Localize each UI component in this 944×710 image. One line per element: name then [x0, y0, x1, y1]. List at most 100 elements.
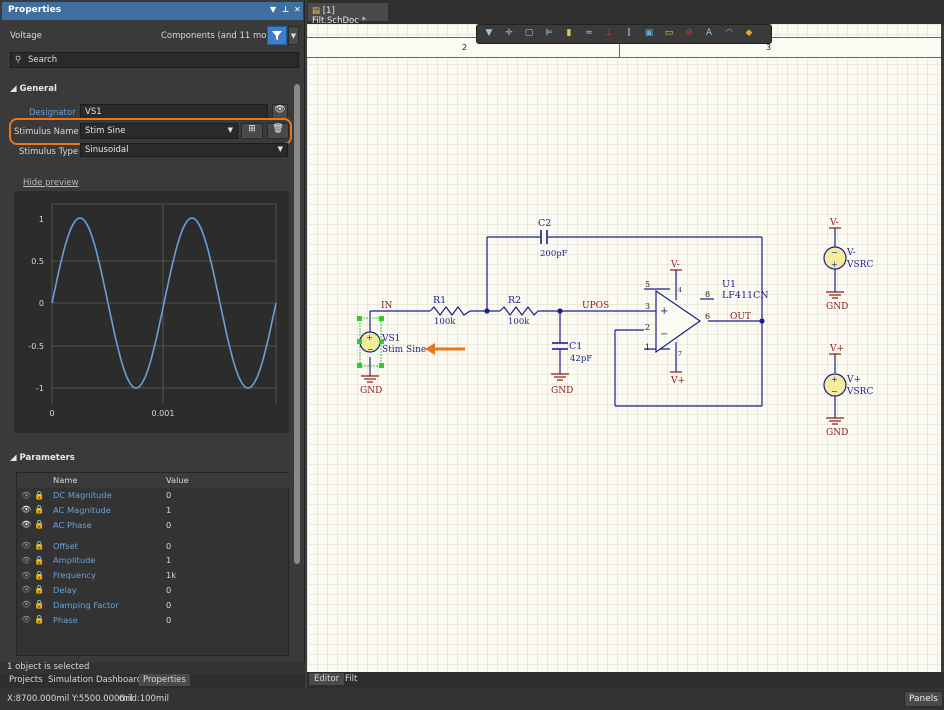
table-row[interactable]: 👁 🔒 Phase 0 [17, 612, 289, 627]
designator-label[interactable]: V- [846, 248, 856, 258]
power-port-label[interactable]: V+ [670, 376, 685, 386]
capacitor-c1[interactable] [552, 343, 568, 349]
table-row[interactable]: 👁 🔒 Offset 0 [17, 538, 289, 553]
delete-stimulus-button[interactable]: 🗑 [267, 123, 289, 139]
visibility-icon[interactable]: 👁 🔒 [17, 538, 53, 553]
value-label[interactable]: LF411CN [722, 290, 769, 301]
stimulus-name-select[interactable]: Stim Sine ▼ [80, 123, 238, 139]
param-value[interactable]: 1 [166, 503, 289, 518]
move-icon[interactable]: ✛ [502, 28, 516, 41]
visibility-icon[interactable]: 👁 🔒 [17, 503, 53, 518]
align-icon[interactable]: ⊫ [542, 28, 556, 41]
component-icon[interactable]: ▮ [562, 28, 576, 41]
value-label[interactable]: VSRC [846, 260, 873, 270]
param-value[interactable]: 0 [166, 517, 289, 532]
table-row[interactable]: 👁 🔒 DC Magnitude 0 [17, 488, 289, 503]
tab-projects[interactable]: Projects [9, 675, 43, 685]
new-stimulus-button[interactable]: ⊞ [241, 123, 263, 139]
stimulus-type-select[interactable]: Sinusoidal ▼ [80, 143, 288, 157]
table-row[interactable]: 👁 🔒 Delay 0 [17, 583, 289, 598]
opamp-u1[interactable]: + − [644, 291, 700, 352]
net-label-in[interactable]: IN [381, 301, 393, 311]
visibility-icon[interactable]: 👁 🔒 [17, 568, 53, 583]
power-port-label[interactable]: V- [829, 218, 839, 228]
voltage-source-vminus[interactable]: −+ [824, 247, 846, 269]
power-port-icon[interactable]: ⊥ [602, 28, 616, 41]
value-label[interactable]: 42pF [570, 354, 592, 364]
capacitor-c2[interactable] [541, 230, 547, 244]
lock-icon[interactable]: 🔒 [34, 599, 44, 609]
sheet-symbol-icon[interactable]: ▣ [642, 28, 656, 41]
lock-icon[interactable]: 🔒 [34, 540, 44, 550]
power-port-label[interactable]: V- [670, 260, 680, 270]
arc-icon[interactable]: ◠ [722, 28, 736, 41]
general-section-header[interactable]: ◢ General [10, 84, 57, 94]
tab-filt[interactable]: Filt [345, 674, 357, 684]
filter-icon[interactable]: ▼ [482, 28, 496, 41]
filter-dropdown[interactable]: ▼ [288, 26, 299, 45]
resistor-r1[interactable] [430, 307, 470, 315]
param-value[interactable]: 0 [166, 538, 289, 553]
lock-icon[interactable]: 🔒 [34, 519, 44, 529]
voltage-source-vplus[interactable]: +− [824, 374, 846, 396]
tab-editor[interactable]: Editor [309, 673, 344, 685]
table-row[interactable]: 👁 🔒 AC Magnitude 1 [17, 503, 289, 518]
lock-icon[interactable]: 🔒 [34, 584, 44, 594]
visibility-icon[interactable]: 👁 🔒 [17, 612, 53, 627]
visibility-icon[interactable]: 👁 🔒 [17, 517, 53, 532]
lock-icon[interactable]: 🔒 [34, 555, 44, 565]
table-row[interactable]: 👁 🔒 Damping Factor 0 [17, 597, 289, 612]
designator-label[interactable]: R2 [508, 295, 521, 306]
value-label[interactable]: Stim Sine [382, 345, 426, 355]
power-port-label[interactable]: V+ [829, 344, 844, 354]
more-tools-icon[interactable]: ◆ [742, 28, 756, 41]
visibility-icon[interactable]: 👁 🔒 [17, 583, 53, 598]
hide-preview-link[interactable]: Hide preview [23, 178, 79, 188]
value-label[interactable]: 200pF [540, 249, 568, 259]
directive-icon[interactable]: ⊘ [682, 28, 696, 41]
wire-icon[interactable]: ≈ [582, 28, 596, 41]
resistor-r2[interactable] [500, 307, 538, 315]
value-label[interactable]: 100k [434, 317, 456, 327]
param-value[interactable]: 0 [166, 612, 289, 627]
select-icon[interactable]: ▢ [522, 28, 536, 41]
visibility-icon[interactable]: 👁 🔒 [17, 597, 53, 612]
parameters-section-header[interactable]: ◢ Parameters [10, 453, 75, 463]
table-row[interactable]: 👁 🔒 AC Phase 0 [17, 517, 289, 532]
text-icon[interactable]: A [702, 28, 716, 41]
net-label-upos[interactable]: UPOS [582, 301, 609, 311]
filter-button[interactable] [267, 26, 287, 45]
visibility-icon[interactable]: 👁 🔒 [17, 553, 53, 568]
tab-properties[interactable]: Properties [139, 674, 190, 686]
filter-scope[interactable]: Components (and 11 more) [161, 31, 278, 41]
schematic-canvas[interactable]: + − +− −+ +− [307, 24, 941, 672]
lock-icon[interactable]: 🔒 [34, 504, 44, 514]
port-icon[interactable]: ▭ [662, 28, 676, 41]
table-row[interactable]: 👁 🔒 Frequency 1k [17, 568, 289, 583]
pin-icon[interactable]: ⊥ [282, 5, 289, 14]
param-value[interactable]: 1 [166, 553, 289, 568]
value-label[interactable]: 100k [508, 317, 530, 327]
designator-label[interactable]: U1 [722, 279, 736, 290]
lock-icon[interactable]: 🔒 [34, 570, 44, 580]
net-label-out[interactable]: OUT [730, 312, 751, 322]
document-tab[interactable]: ▤ [1] Filt.SchDoc * [308, 3, 388, 21]
visibility-icon[interactable]: 👁 🔒 [17, 488, 53, 503]
panel-menu-icon[interactable]: ▼ [270, 5, 276, 14]
lock-icon[interactable]: 🔒 [34, 490, 44, 500]
close-icon[interactable]: ✕ [294, 5, 301, 14]
param-value[interactable]: 1k [166, 568, 289, 583]
lock-icon[interactable]: 🔒 [34, 614, 44, 624]
designator-label[interactable]: R1 [433, 295, 446, 306]
param-value[interactable]: 0 [166, 583, 289, 598]
table-row[interactable]: 👁 🔒 Amplitude 1 [17, 553, 289, 568]
tab-simulation-dashboard[interactable]: Simulation Dashboard [48, 675, 142, 685]
harness-icon[interactable]: ⫿ [622, 28, 636, 41]
param-value[interactable]: 0 [166, 488, 289, 503]
param-value[interactable]: 0 [166, 597, 289, 612]
panel-scrollbar[interactable] [294, 84, 300, 564]
designator-label[interactable]: VS1 [381, 334, 400, 344]
search-input[interactable]: ⚲ Search [10, 52, 299, 68]
designator-label[interactable]: V+ [846, 375, 861, 385]
value-label[interactable]: VSRC [846, 387, 873, 397]
